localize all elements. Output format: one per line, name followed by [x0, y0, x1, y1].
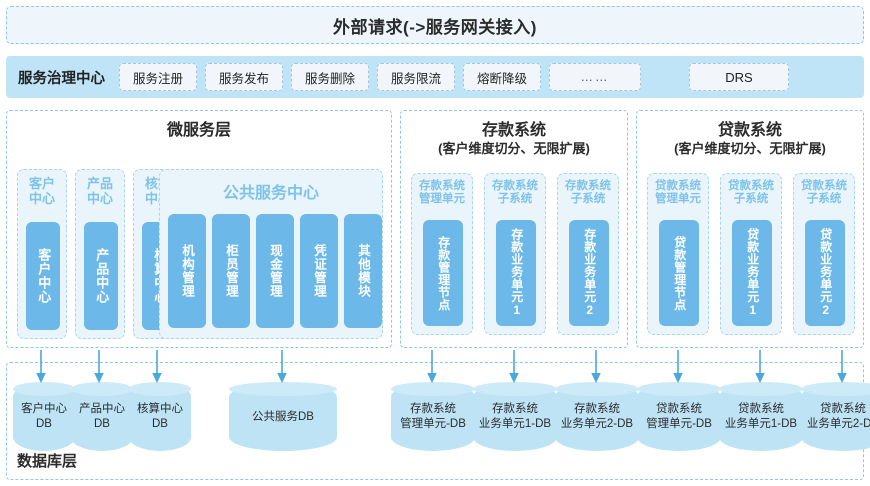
governance-button-delete[interactable]: 服务删除: [291, 63, 369, 91]
db-cylinder-top: [129, 382, 191, 396]
loan-system-panel: 贷款系统 (客户维度切分、无限扩展) 贷款系统 管理单元 贷款管理节点 贷款系统…: [636, 110, 864, 348]
external-request-title: 外部请求(->服务网关接入): [333, 17, 537, 37]
external-request-bar: 外部请求(->服务网关接入): [6, 6, 864, 44]
module-org-management[interactable]: 机构管理: [168, 214, 206, 328]
governance-button-publish[interactable]: 服务发布: [205, 63, 283, 91]
db-customer-center[interactable]: 客户中心 DB: [13, 382, 75, 451]
loan-panel-title: 贷款系统: [717, 122, 782, 139]
center-inner-label-customer: 客户中心: [36, 248, 52, 304]
module-label-org: 机构管理: [180, 244, 194, 298]
db-cylinder-top: [71, 382, 133, 396]
center-card-customer[interactable]: 客户 中心 客户中心: [17, 169, 67, 339]
loan-unit-caption-sub1: 贷款系统 子系统: [728, 180, 774, 206]
loan-unit-sub2[interactable]: 贷款系统 子系统 贷款业务单元2: [793, 173, 855, 335]
public-service-modules: 机构管理 柜员管理 现金管理 凭证管理 其他模块: [168, 214, 382, 328]
db-cylinder-top: [555, 382, 639, 396]
module-label-other: 其他模块: [356, 244, 370, 298]
db-product-center[interactable]: 产品中心 DB: [71, 382, 133, 451]
db-label-loan-unit1: 贷款系统 业务单元1-DB: [724, 403, 798, 430]
deposit-unit-inner-sub1[interactable]: 存款业务单元1: [496, 220, 536, 326]
deposit-unit-inner-label-management: 存款管理节点: [436, 235, 451, 311]
module-label-cash: 现金管理: [268, 244, 282, 298]
database-layer-label: 数据库层: [17, 453, 78, 470]
deposit-panel-title: 存款系统: [481, 122, 546, 139]
deposit-panel-subtitle-wrap: (客户维度切分、无限扩展): [401, 141, 627, 157]
deposit-system-panel: 存款系统 (客户维度切分、无限扩展) 存款系统 管理单元 存款管理节点 存款系统…: [400, 110, 628, 348]
center-inner-label-product: 产品中心: [94, 248, 110, 304]
governance-button-drs[interactable]: DRS: [689, 63, 789, 91]
loan-panel-subtitle-wrap: (客户维度切分、无限扩展): [637, 141, 863, 157]
loan-unit-sub1[interactable]: 贷款系统 子系统 贷款业务单元1: [720, 173, 782, 335]
governance-button-register[interactable]: 服务注册: [119, 63, 197, 91]
deposit-unit-inner-label-sub2: 存款业务单元2: [582, 228, 597, 318]
db-cylinder-top: [801, 382, 870, 396]
governance-button-ratelimit[interactable]: 服务限流: [377, 63, 455, 91]
db-label-customer: 客户中心 DB: [21, 403, 67, 430]
db-label-deposit-unit1: 存款系统 业务单元1-DB: [478, 403, 552, 430]
db-cylinder-top: [637, 382, 721, 396]
deposit-unit-sub2[interactable]: 存款系统 子系统 存款业务单元2: [557, 173, 619, 335]
db-accounting-center[interactable]: 核算中心 DB: [129, 382, 191, 451]
deposit-unit-caption-sub1: 存款系统 子系统: [492, 180, 538, 206]
service-governance-bar: 服务治理中心 服务注册 服务发布 服务删除 服务限流 熔断降级 …… DRS: [6, 56, 864, 98]
db-loan-unit1[interactable]: 贷款系统 业务单元1-DB: [719, 382, 803, 451]
loan-unit-caption-management: 贷款系统 管理单元: [655, 180, 701, 206]
db-cylinder-top: [13, 382, 75, 396]
db-label-loan-mgmt: 贷款系统 管理单元-DB: [646, 403, 712, 430]
deposit-unit-inner-management[interactable]: 存款管理节点: [423, 220, 463, 326]
module-cash-management[interactable]: 现金管理: [256, 214, 294, 328]
db-label-accounting: 核算中心 DB: [137, 403, 183, 430]
deposit-panel-subtitle: (客户维度切分、无限扩展): [438, 141, 590, 156]
deposit-unit-inner-label-sub1: 存款业务单元1: [509, 228, 524, 318]
center-caption-product: 产品 中心: [86, 176, 113, 206]
deposit-unit-sub1[interactable]: 存款系统 子系统 存款业务单元1: [484, 173, 546, 335]
deposit-unit-caption-management: 存款系统 管理单元: [419, 180, 465, 206]
database-layer: 客户中心 DB 产品中心 DB 核算中心 DB 公共服务DB 存款系统 管理单元…: [6, 362, 870, 480]
deposit-unit-caption-sub2: 存款系统 子系统: [565, 180, 611, 206]
db-label-deposit-unit2: 存款系统 业务单元2-DB: [560, 403, 634, 430]
module-teller-management[interactable]: 柜员管理: [212, 214, 250, 328]
db-cylinder-top: [391, 382, 475, 396]
governance-title: 服务治理中心: [18, 70, 105, 87]
module-voucher-management[interactable]: 凭证管理: [300, 214, 338, 328]
deposit-unit-management[interactable]: 存款系统 管理单元 存款管理节点: [411, 173, 473, 335]
db-deposit-unit1[interactable]: 存款系统 业务单元1-DB: [473, 382, 557, 451]
db-public-service[interactable]: 公共服务DB: [229, 382, 337, 451]
center-inner-customer[interactable]: 客户中心: [26, 222, 60, 330]
db-label-loan-unit2: 贷款系统 业务单元2-DB: [806, 403, 870, 430]
loan-unit-inner-label-sub2: 贷款业务单元2: [818, 228, 833, 318]
center-inner-product[interactable]: 产品中心: [84, 222, 118, 330]
loan-unit-caption-sub2: 贷款系统 子系统: [801, 180, 847, 206]
db-deposit-unit2[interactable]: 存款系统 业务单元2-DB: [555, 382, 639, 451]
center-caption-customer: 客户 中心: [28, 176, 55, 206]
loan-unit-inner-sub2[interactable]: 贷款业务单元2: [805, 220, 845, 326]
loan-unit-inner-management[interactable]: 贷款管理节点: [659, 220, 699, 326]
module-other[interactable]: 其他模块: [344, 214, 382, 328]
loan-unit-management[interactable]: 贷款系统 管理单元 贷款管理节点: [647, 173, 709, 335]
db-label-product: 产品中心 DB: [79, 403, 125, 430]
loan-unit-inner-sub1[interactable]: 贷款业务单元1: [732, 220, 772, 326]
module-label-voucher: 凭证管理: [312, 244, 326, 298]
db-loan-management[interactable]: 贷款系统 管理单元-DB: [637, 382, 721, 451]
db-label-public: 公共服务DB: [252, 410, 314, 423]
db-loan-unit2[interactable]: 贷款系统 业务单元2-DB: [801, 382, 870, 451]
module-label-teller: 柜员管理: [224, 244, 238, 298]
governance-button-more[interactable]: ……: [549, 63, 641, 91]
db-label-deposit-mgmt: 存款系统 管理单元-DB: [400, 403, 466, 430]
center-card-product[interactable]: 产品 中心 产品中心: [75, 169, 125, 339]
loan-panel-subtitle: (客户维度切分、无限扩展): [674, 141, 826, 156]
public-service-center-caption: 公共服务中心: [222, 185, 319, 202]
microservice-panel-title: 微服务层: [166, 122, 231, 139]
deposit-unit-inner-sub2[interactable]: 存款业务单元2: [569, 220, 609, 326]
db-cylinder-top: [473, 382, 557, 396]
db-cylinder-top: [229, 382, 337, 396]
loan-unit-inner-label-management: 贷款管理节点: [672, 235, 687, 311]
middle-layer: 微服务层 客户 中心 客户中心 产品 中心 产品中心 核算 中心 核算中心: [6, 110, 864, 350]
governance-button-circuitbreak[interactable]: 熔断降级: [463, 63, 541, 91]
db-deposit-management[interactable]: 存款系统 管理单元-DB: [391, 382, 475, 451]
microservice-panel: 微服务层 客户 中心 客户中心 产品 中心 产品中心 核算 中心 核算中心: [6, 110, 392, 348]
db-cylinder-top: [719, 382, 803, 396]
loan-unit-inner-label-sub1: 贷款业务单元1: [745, 228, 760, 318]
public-service-center-card[interactable]: 公共服务中心 机构管理 柜员管理 现金管理 凭证管理 其他模块: [159, 169, 383, 339]
